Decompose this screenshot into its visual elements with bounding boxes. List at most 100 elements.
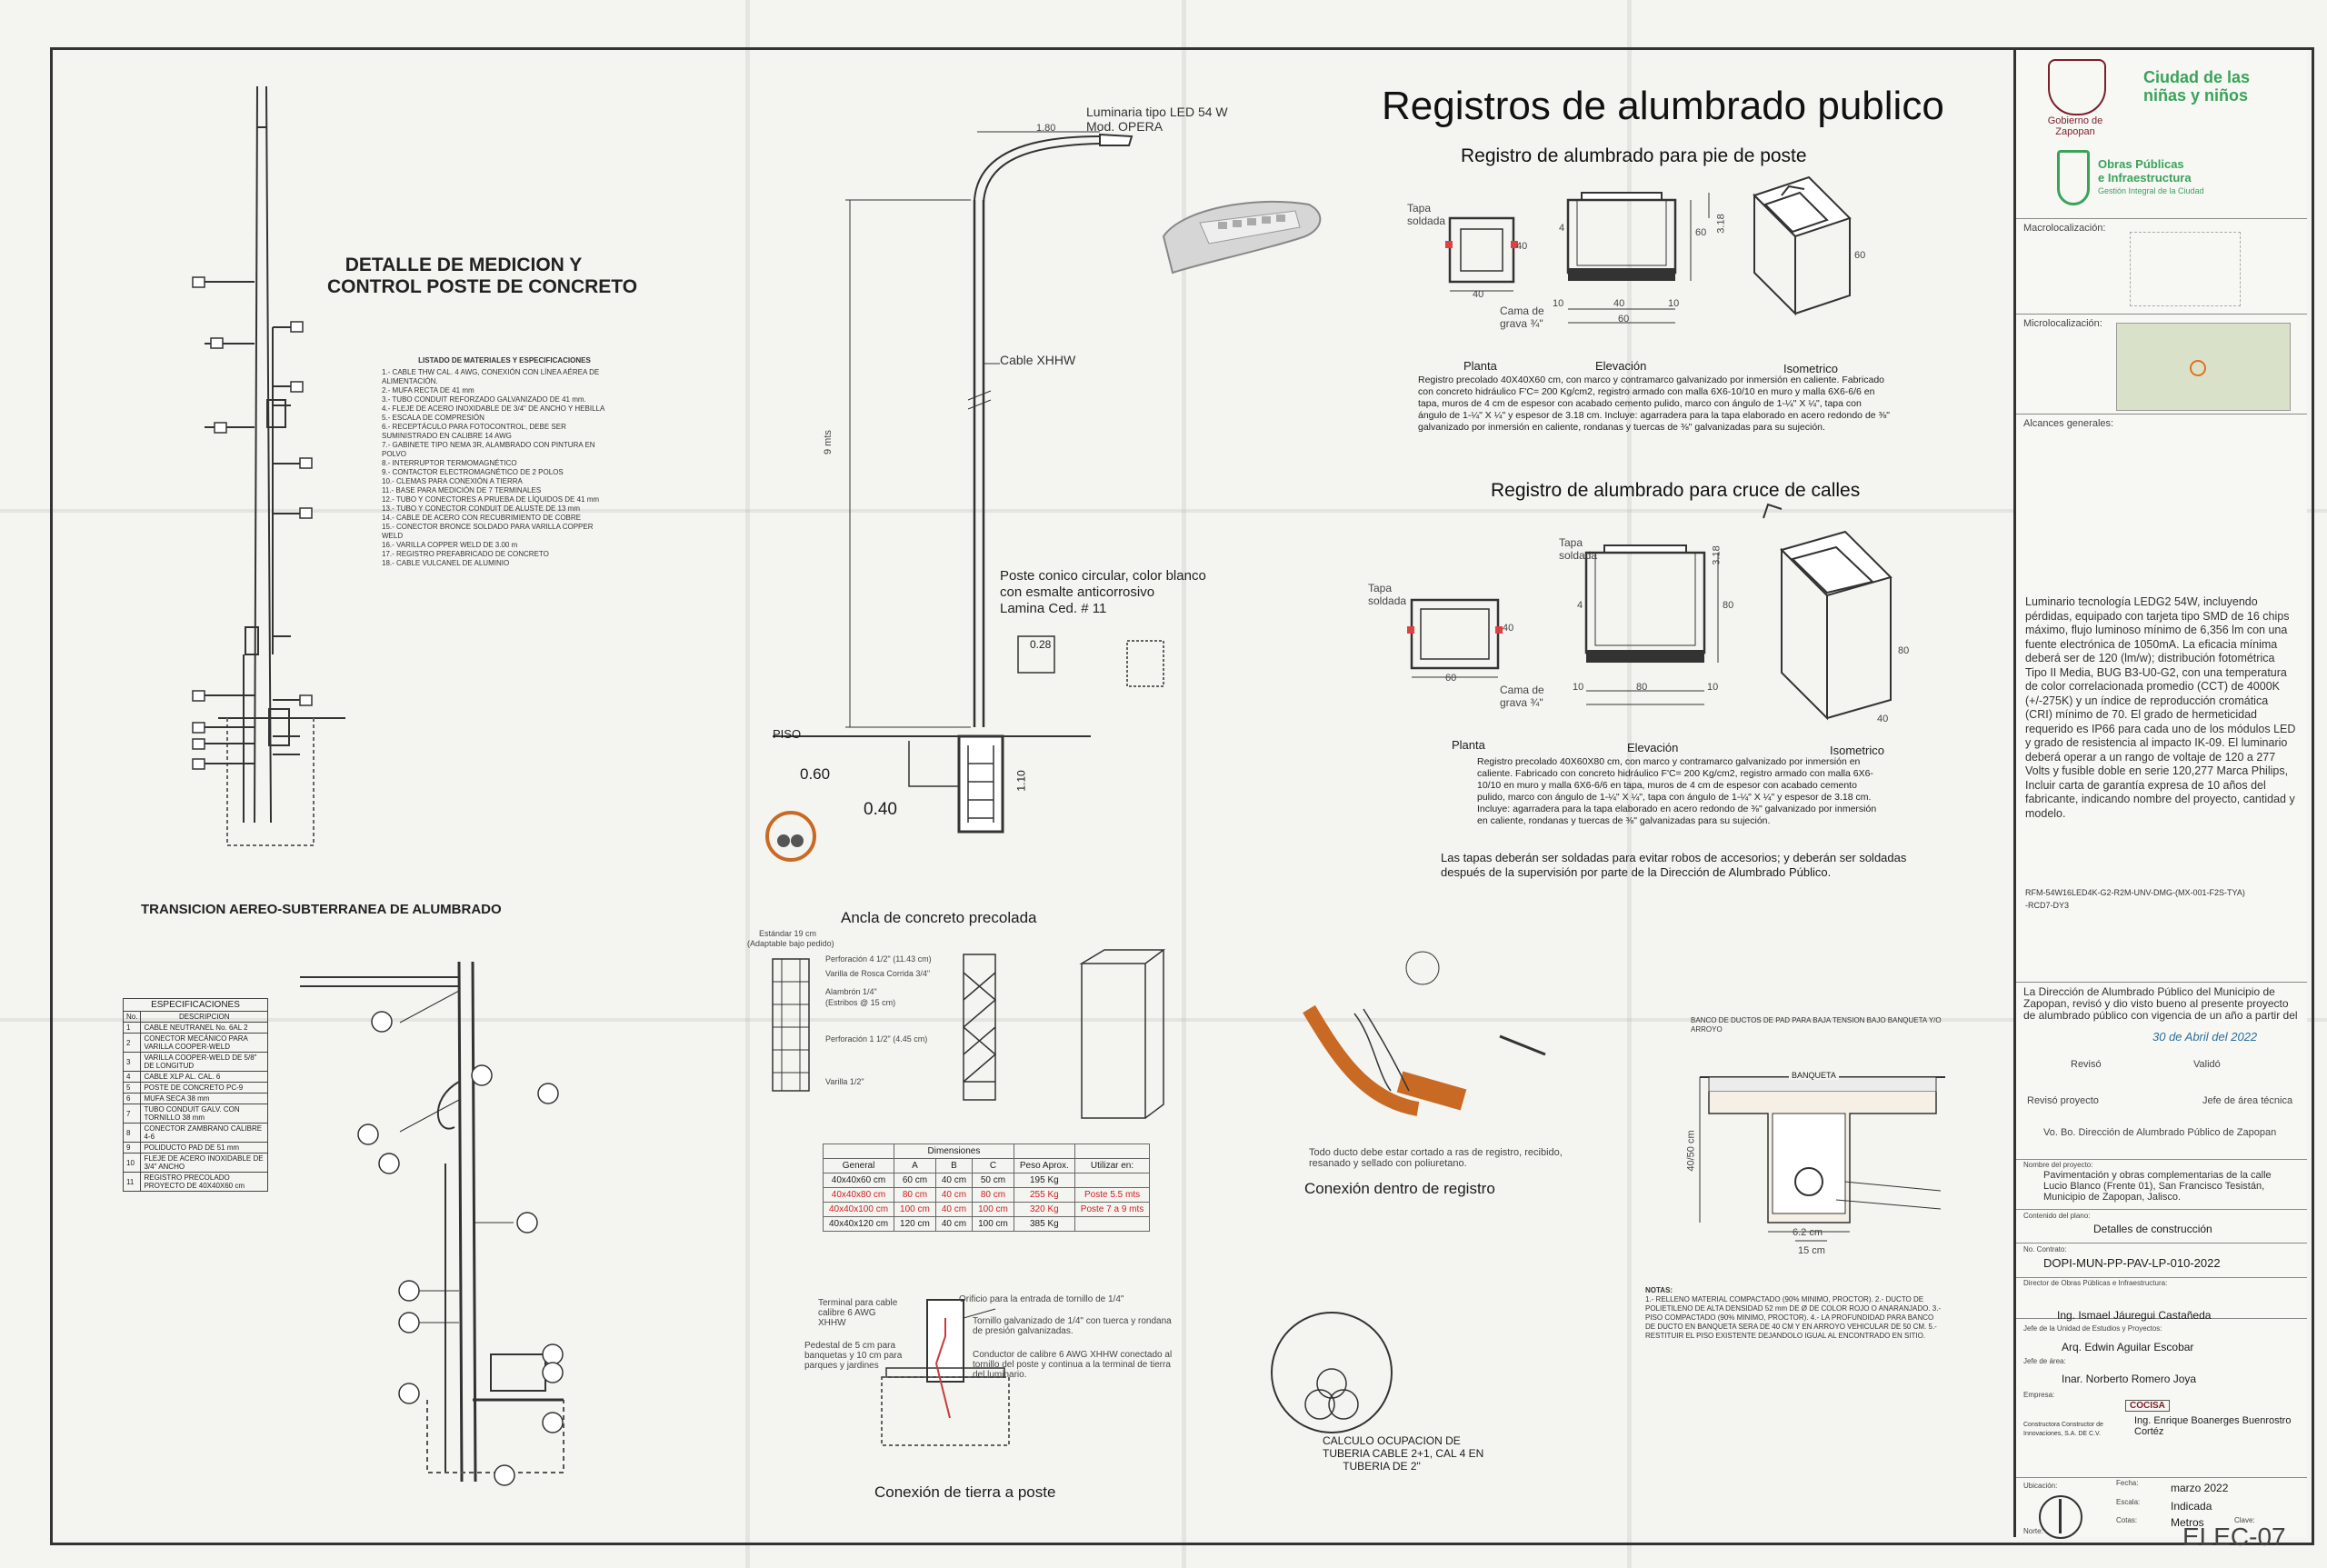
banco-notes: NOTAS: 1.- RELLENO MATERIAL COMPACTADO (… (1645, 1286, 1942, 1340)
dim: 3.18 (1715, 214, 1727, 234)
fold-line (1627, 0, 1632, 1568)
reviso-label: Revisó (2071, 1059, 2102, 1070)
dim: 60 (1695, 227, 1707, 238)
escala-value: Indicada (2171, 1500, 2212, 1513)
dim: 40 (1503, 623, 1514, 634)
reviso-proyecto-label: Revisó proyecto (2027, 1095, 2099, 1106)
fecha-value: marzo 2022 (2171, 1482, 2229, 1494)
dim: 40 (1877, 714, 1889, 724)
micro-label: Microlocalización: (2023, 318, 2102, 329)
conexion-title: Conexión dentro de registro (1304, 1180, 1495, 1197)
main-title: Registros de alumbrado publico (1382, 84, 1944, 128)
tierra-label: Pedestal de 5 cm para banquetas y 10 cm … (804, 1341, 903, 1371)
fold-line (745, 0, 750, 1568)
dim: 40 (1516, 241, 1528, 252)
direccion-text: La Dirección de Alumbrado Público del Mu… (2023, 985, 2298, 1022)
dim: 40 (1473, 289, 1484, 300)
led-pole-drawing (765, 131, 1164, 862)
sheet-code: ELEC-07 (2182, 1523, 2286, 1551)
height-dimension: 9 mts (823, 430, 834, 454)
dim: 80 (1898, 645, 1910, 656)
materials-list: 1.- CABLE THW CAL. 4 AWG, CONEXIÓN CON L… (382, 368, 605, 567)
ancla-label: Varilla de Rosca Corrida 3/4" (825, 969, 931, 978)
norte-label: Norte: (2023, 1527, 2043, 1535)
fold-line (0, 509, 2327, 513)
registro-calle-elevacion (1584, 544, 1719, 705)
dimensions-table-title: Dimensiones (894, 1144, 1014, 1159)
label-elevacion: Elevación (1627, 741, 1679, 754)
registro-calle-title: Registro de alumbrado para cruce de call… (1491, 480, 1861, 501)
tierra-label: Orificio para la entrada de tornillo de … (959, 1294, 1124, 1304)
alcances-label: Alcances generales: (2023, 418, 2114, 429)
dim: 6.2 cm (1793, 1227, 1823, 1238)
tapas-note: Las tapas deberán ser soldadas para evit… (1441, 851, 1907, 879)
jefe2-label: Jefe de área: (2023, 1357, 2066, 1365)
luminaire-model-2: -RCD7-DY3 (2025, 901, 2070, 910)
dim: 10 (1573, 682, 1584, 693)
obras-shield-icon (2057, 150, 2090, 205)
registro-calle-planta (1407, 598, 1503, 678)
cotas-value: Metros (2171, 1516, 2204, 1529)
conexion-drawing (1303, 951, 1546, 1116)
tierra-title: Conexión de tierra a poste (874, 1483, 1056, 1501)
handwritten-date: 30 de Abril del 2022 (2152, 1030, 2258, 1044)
registro-poste-isometrico (1753, 175, 1852, 316)
led-luminaire-image (1162, 200, 1322, 275)
materials-list-title: LISTADO DE MATERIALES Y ESPECIFICACIONES (418, 356, 591, 365)
macro-label: Macrolocalización: (2023, 223, 2106, 234)
registro-calle-description: Registro precolado 40X60X80 cm, con marc… (1477, 756, 1877, 826)
fold-line (1182, 0, 1186, 1568)
vobo-label: Vo. Bo. Dirección de Alumbrado Público d… (2043, 1127, 2277, 1138)
north-arrow-icon (2039, 1495, 2082, 1539)
empresa-label: Empresa: (2023, 1391, 2055, 1399)
dim: 3.18 (1711, 545, 1723, 565)
contenido-value: Detalles de construcción (2093, 1223, 2212, 1235)
fecha-label: Fecha: (2116, 1479, 2139, 1487)
proyecto-name: Pavimentación y obras complementarias de… (2043, 1170, 2272, 1203)
dim: 40 (1613, 298, 1625, 309)
ubicacion-label: Ubicación: (2023, 1482, 2058, 1490)
luminaire-spec: Luminario tecnología LEDG2 54W, incluyen… (2025, 595, 2296, 820)
dim: 60 (1618, 314, 1630, 325)
title-block: Gobierno de Zapopan Ciudad de las niñas … (2013, 50, 2307, 1551)
dim: 60 (1445, 673, 1457, 684)
conexion-note: Todo ducto debe estar cortado a ras de r… (1309, 1147, 1563, 1169)
clave-label: Clave: (2234, 1516, 2255, 1524)
arm-dimension: 1.80 (1036, 123, 1056, 134)
banco-title: BANCO DE DUCTOS DE PAD PARA BAJA TENSION… (1691, 1016, 1942, 1034)
contrato-value: DOPI-MUN-PP-PAV-LP-010-2022 (2043, 1256, 2221, 1270)
jefe-area-label: Jefe de área técnica (2202, 1095, 2293, 1106)
contenido-label: Contenido del plano: (2023, 1212, 2091, 1220)
registro-poste-description: Registro precolado 40X40X60 cm, con marc… (1418, 375, 1891, 433)
calculo-drawing (1271, 1312, 1393, 1433)
ancla-label: Perforación 4 1/2" (11.43 cm) (825, 954, 932, 964)
sheet-border (50, 47, 2314, 1545)
director-label: Director de Obras Públicas e Infraestruc… (2023, 1279, 2168, 1287)
label-planta: Planta (1452, 738, 1485, 752)
transition-title: TRANSICION AEREO-SUBTERRANEA DE ALUMBRAD… (141, 902, 502, 917)
registro-calle-isometrico (1763, 503, 1893, 721)
registro-calle-tapa2: Tapa soldada (1559, 536, 1598, 562)
ancla-title: Ancla de concreto precolada (841, 909, 1037, 926)
ancla-label: Estándar 19 cm (759, 929, 817, 938)
cocisa-logo: COCISA (2125, 1400, 2170, 1412)
tierra-label: Terminal para cable calibre 6 AWG XHHW (818, 1298, 898, 1328)
registro-poste-planta (1445, 216, 1518, 292)
dim-028: 0.28 (1030, 638, 1052, 651)
cotas-label: Cotas: (2116, 1516, 2138, 1524)
contrato-label: No. Contrato: (2023, 1245, 2067, 1253)
tierra-drawing (881, 1299, 1010, 1446)
micro-map (2116, 323, 2291, 411)
pole-detail-title: DETALLE DE MEDICION Y CONTROL POSTE DE C… (327, 255, 638, 298)
pole-title-line2: CONTROL POSTE DE CONCRETO (327, 276, 638, 297)
cable-label: Cable XHHW (1000, 353, 1076, 367)
registro-poste-tapa: Tapa soldada (1407, 202, 1446, 227)
